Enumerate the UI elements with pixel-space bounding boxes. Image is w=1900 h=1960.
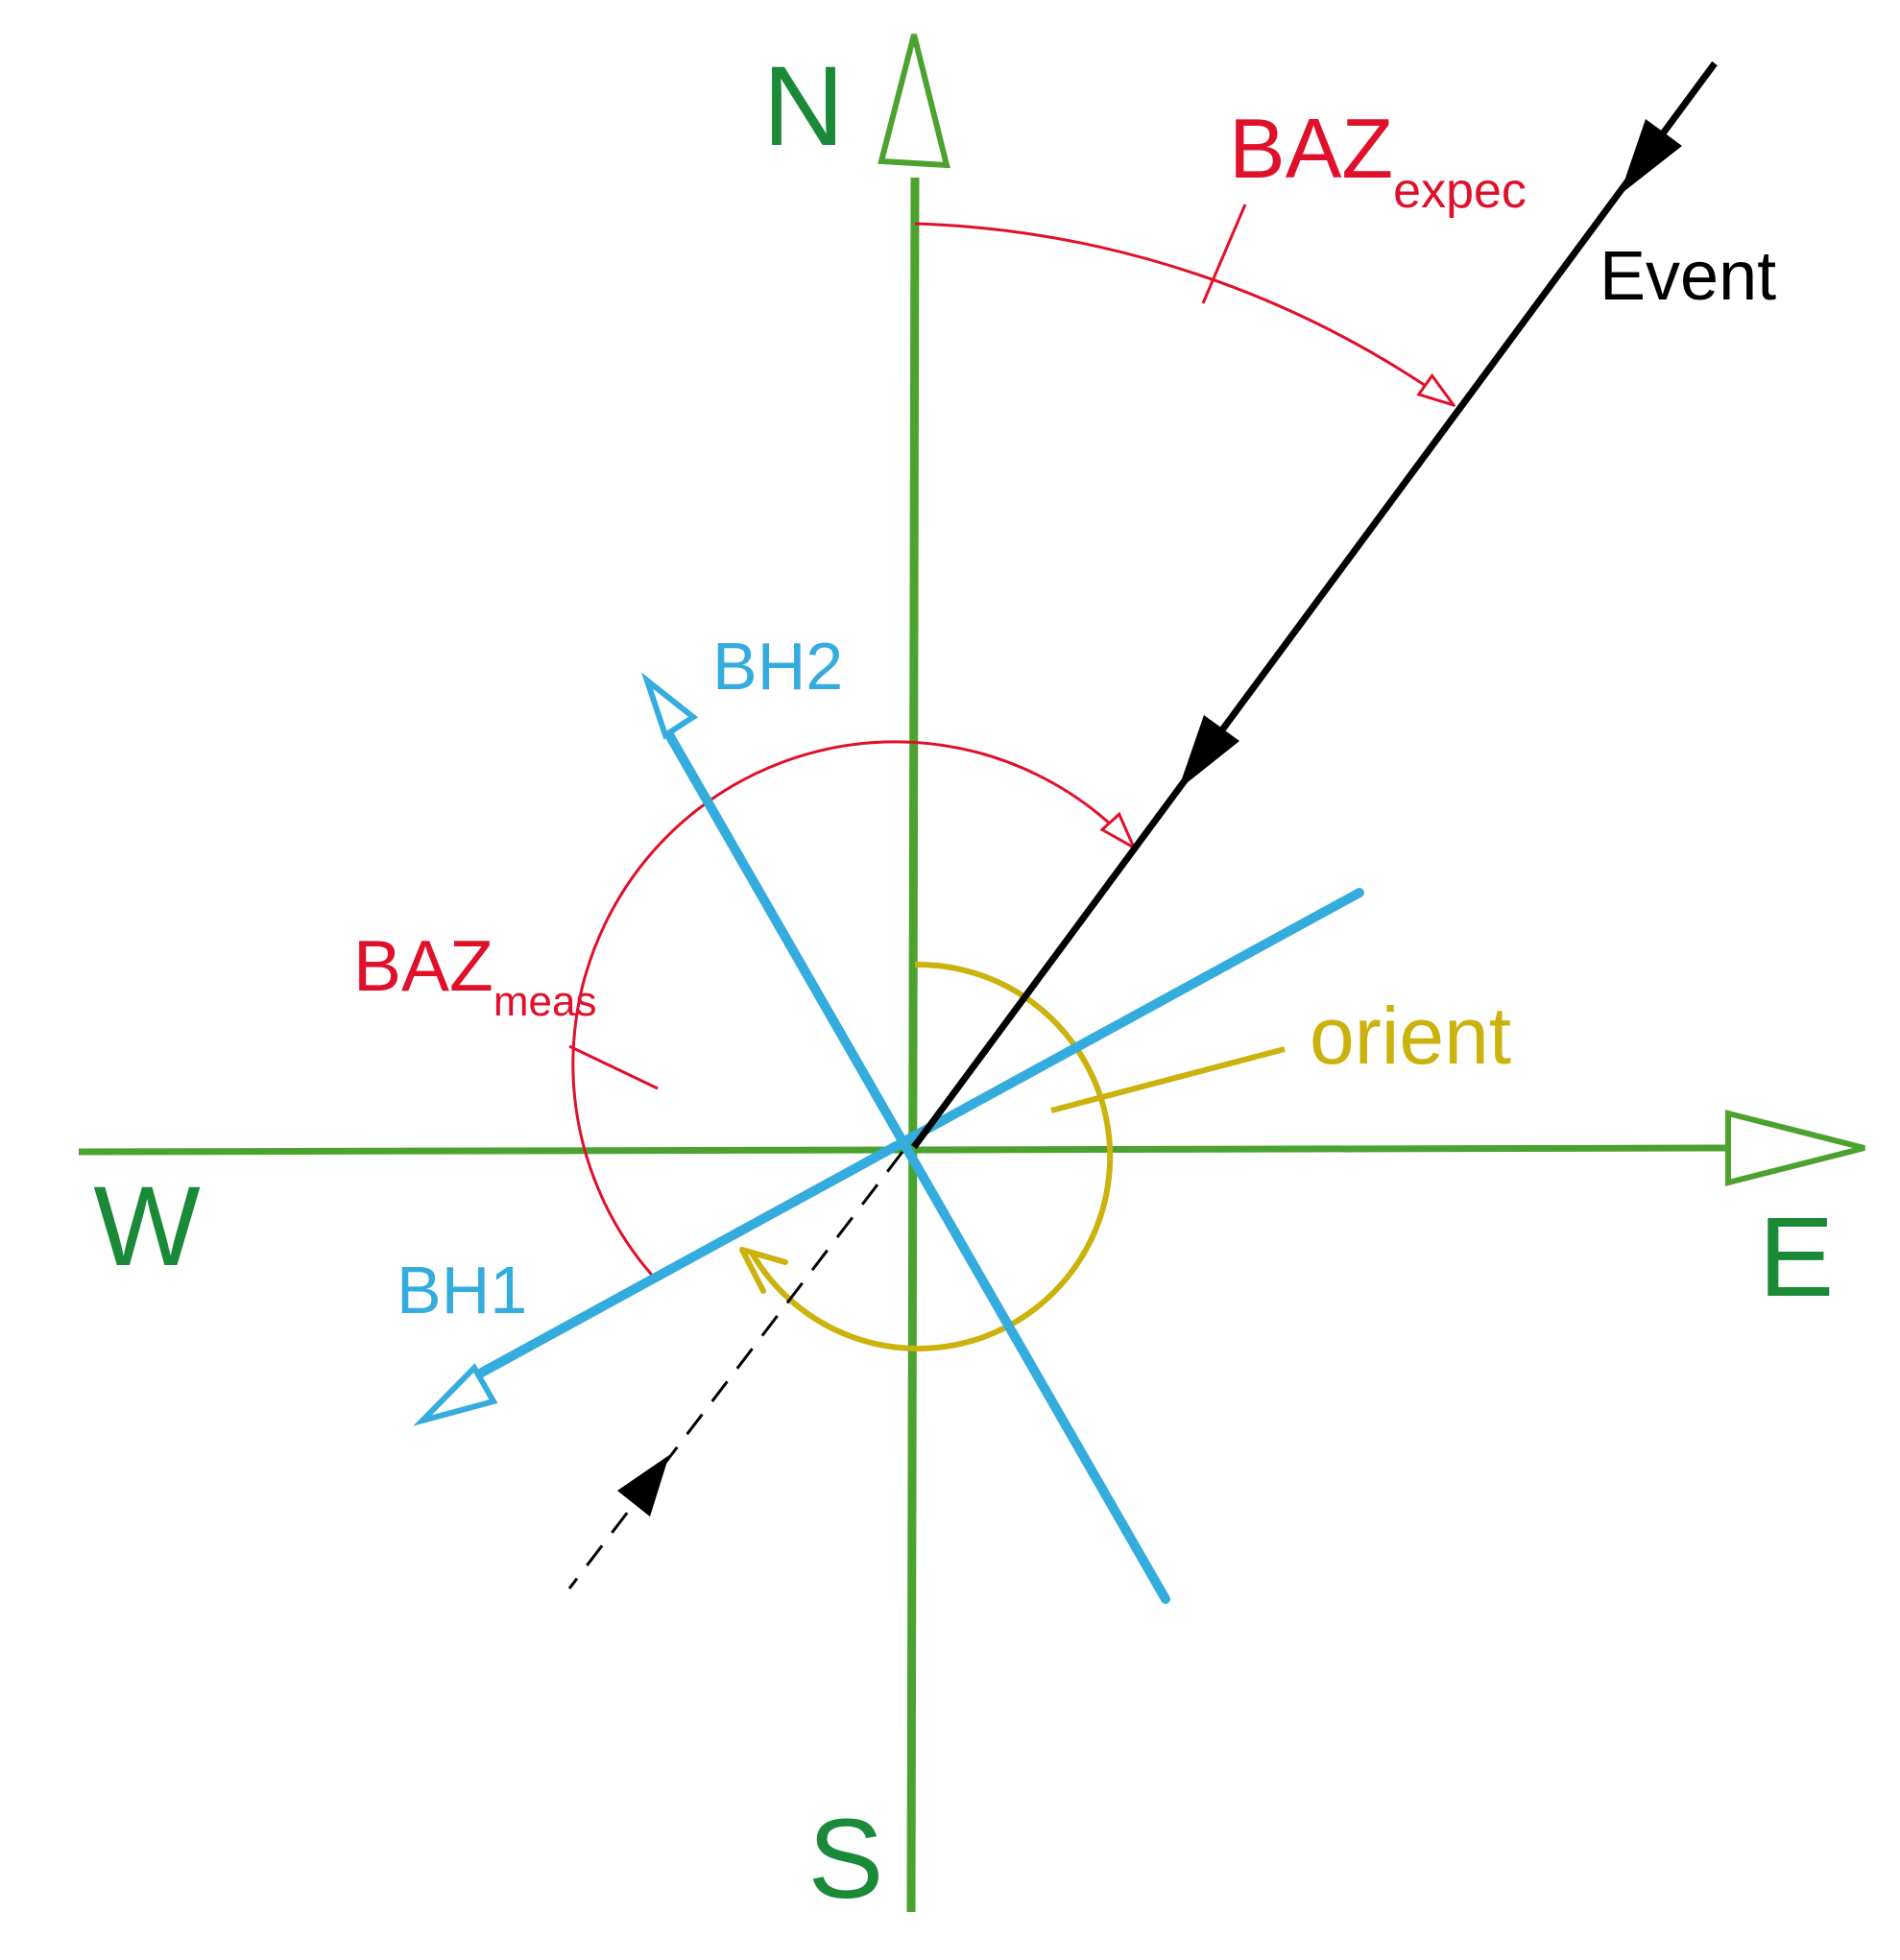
baz-expected-sub: expec: [1393, 163, 1527, 219]
baz-expected-label: BAZexpec: [1229, 101, 1527, 219]
orient-arc: [749, 961, 1114, 1351]
orient-leader-line: [1050, 1046, 1286, 1113]
bh2-arrow-icon: [640, 672, 699, 740]
baz-measured-tick: [568, 1044, 659, 1090]
baz-measured-arc: [571, 740, 1134, 1282]
bh1-arrow-icon: [413, 1363, 498, 1426]
baz-expected-arc-group: [914, 203, 1454, 405]
north-label: N: [762, 43, 844, 170]
event-arrowhead-middle-icon: [1178, 715, 1239, 790]
baz-expected-main: BAZ: [1229, 101, 1393, 196]
sensor-components: [413, 672, 1364, 1604]
east-label: E: [1759, 1194, 1835, 1321]
baz-measured-main: BAZ: [353, 925, 493, 1006]
bh1-label: BH1: [397, 1253, 527, 1327]
event-arrowhead-bottom-icon: [617, 1455, 669, 1517]
baz-measured-arc-group: [568, 740, 1134, 1282]
orient-arrowhead-icon: [739, 1247, 788, 1294]
event-line: [911, 60, 1718, 1150]
event-arrowhead-top-icon: [1620, 119, 1682, 195]
south-label: S: [808, 1796, 884, 1923]
bh2-axis: [662, 727, 1170, 1604]
event-extension-dashed: [567, 1151, 904, 1590]
compass-axes: [78, 34, 1865, 1913]
bh2-label: BH2: [712, 629, 843, 704]
orient-arc-group: [739, 961, 1286, 1351]
event-label: Event: [1599, 238, 1776, 315]
baz-measured-label: BAZmeas: [353, 925, 596, 1025]
north-south-axis: [906, 177, 920, 1913]
north-arrow-icon: [878, 34, 950, 169]
west-label: W: [93, 1163, 200, 1290]
orient-label: orient: [1310, 991, 1511, 1081]
bh1-axis: [473, 888, 1364, 1379]
baz-expected-arc: [914, 222, 1454, 405]
east-arrow-icon: [1725, 1110, 1865, 1186]
labels: N S W E BAZexpec BAZmeas Event BH2 BH1 o…: [93, 43, 1834, 1923]
baz-expected-tick: [1201, 203, 1247, 304]
baz-measured-sub: meas: [493, 978, 597, 1025]
event-ray: [567, 60, 1718, 1590]
